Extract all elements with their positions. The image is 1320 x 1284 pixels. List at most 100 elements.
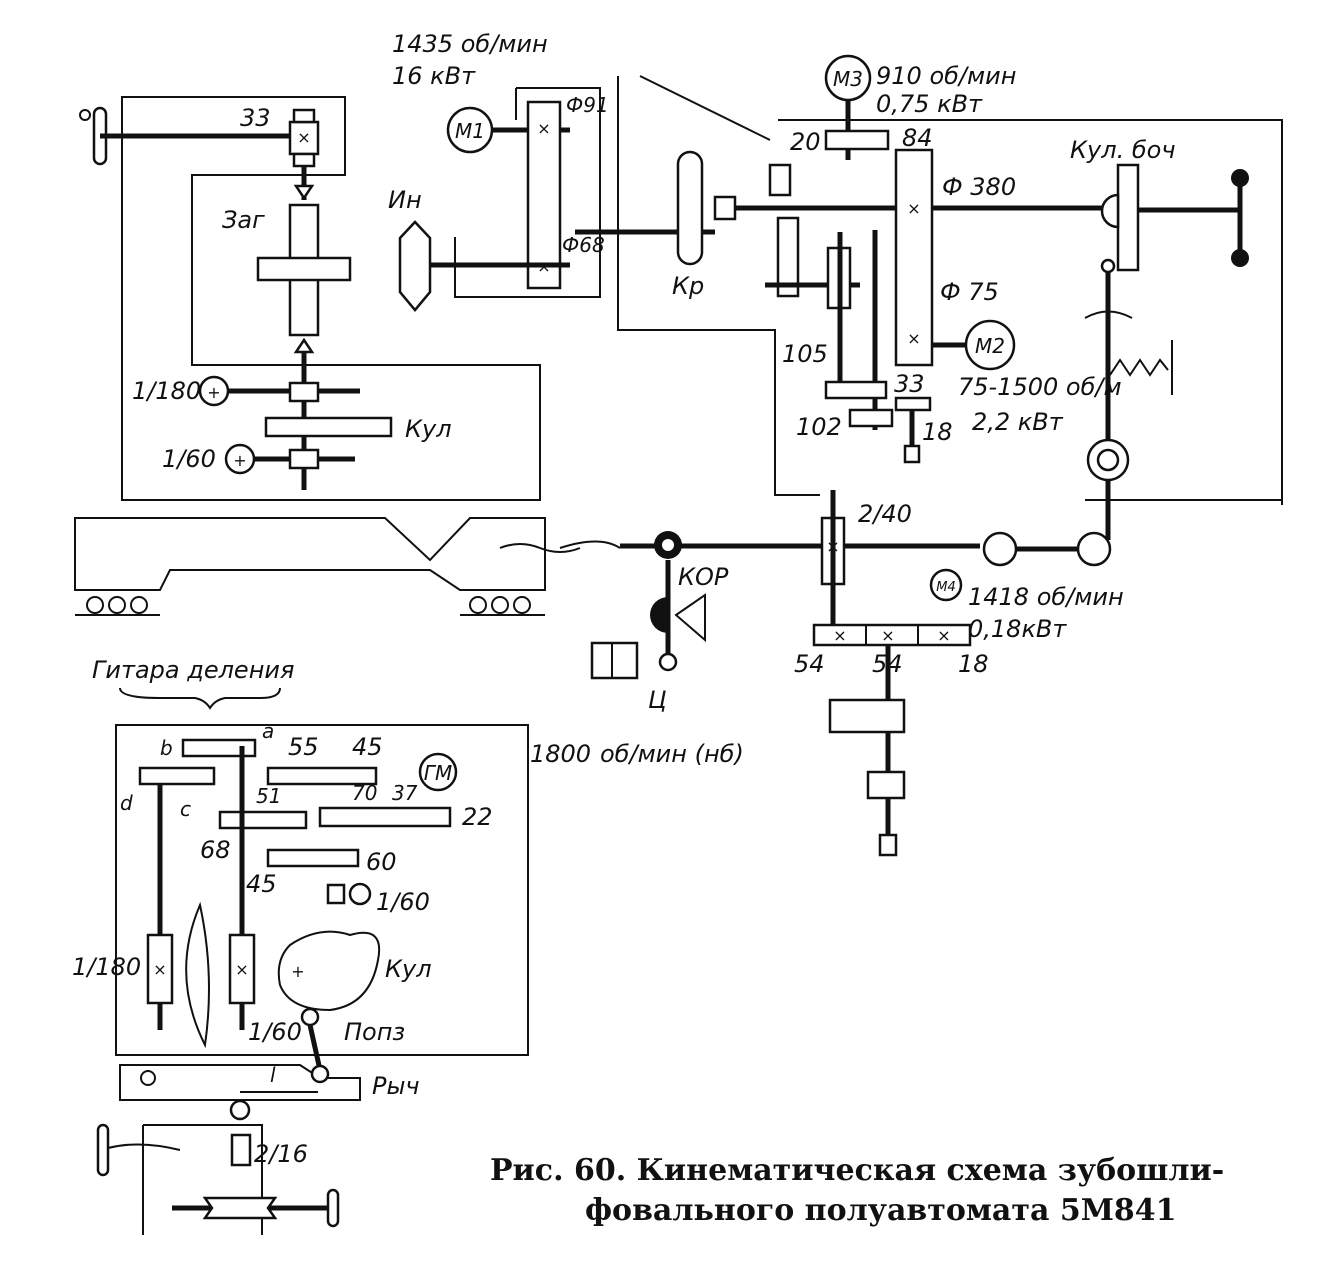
gear-label-70: 70: [352, 781, 377, 805]
handle-ball-icon[interactable]: [1231, 249, 1249, 267]
gear-label-102: 102: [796, 413, 842, 441]
gear-label-b: b: [160, 736, 173, 760]
handle-ball-icon[interactable]: [1231, 169, 1249, 187]
hydromotor-gm-icon[interactable]: [418, 752, 458, 792]
side-cam-unit: Кул. боч: [1070, 136, 1282, 540]
fan-icon: [674, 593, 706, 643]
division-guitar: Гитара деления 1800 об/мин (нб) ГМ b a d…: [72, 656, 744, 1071]
handle: [903, 444, 921, 464]
gear-label-33: 33: [240, 104, 271, 132]
crank-label: Кр: [672, 272, 704, 300]
crank-icon: [676, 150, 704, 266]
side-cam-label: Кул. боч: [1070, 136, 1176, 164]
plus-mark: +: [233, 451, 246, 470]
cam-label: Кул: [405, 415, 452, 443]
motor-m4-icon[interactable]: [929, 568, 963, 602]
drive-frame: [454, 87, 601, 298]
lever-body: [119, 1064, 361, 1101]
ratio-label-1-60-mid: 1/60: [376, 888, 430, 916]
feed-drive: КОР Ц × 2/40 М4 1418 об/мин 0,18кВт × × …: [559, 490, 1124, 857]
worm-wheel-1-180: [146, 933, 174, 1005]
ratio-label-1-60: 1/60: [162, 445, 216, 473]
worm-wheel-icon: [202, 1196, 278, 1220]
m4-power: 0,18кВт: [968, 615, 1067, 643]
gear-label-a: a: [262, 719, 274, 743]
handle-icon[interactable]: [878, 833, 898, 857]
gear-label-18: 18: [922, 418, 953, 446]
m2-speed: 75-1500 об/м: [958, 373, 1122, 401]
gear: [894, 396, 932, 412]
worm-wheel: [288, 448, 320, 470]
gear-label-45b: 45: [246, 870, 277, 898]
gear-train-54-54-18: [812, 623, 972, 647]
cam-bump: [1100, 193, 1120, 229]
gear-train-70-37-22: [318, 806, 452, 828]
pivot: [229, 1099, 251, 1121]
gear-pair-b-a: [181, 738, 257, 758]
gear-pair-d-c: [138, 766, 216, 786]
pulley-phi380: Ф 380: [942, 173, 1016, 201]
gm-speed-unit: об/мин (нб): [600, 740, 744, 768]
x-mark: ×: [907, 199, 920, 218]
caption-line-2: фовального полуавтомата 5М841: [585, 1193, 1177, 1228]
kor-label: КОР: [678, 563, 729, 591]
break-line: [499, 543, 581, 553]
roller: [513, 596, 531, 614]
frame-line: [778, 119, 1283, 505]
gear-pair-55-45: [266, 766, 378, 786]
slider-rod: [307, 1024, 323, 1071]
ball-screw-inner: [1096, 448, 1120, 472]
kor-coupling-inner: [662, 539, 674, 551]
half-disc: [650, 597, 668, 633]
x-mark: ×: [297, 128, 310, 147]
spring-icon: [1109, 358, 1169, 377]
lever-unit: Рыч l 2/16: [96, 1063, 420, 1235]
workpiece-label: Заг: [222, 206, 265, 234]
worm-2-16: [230, 1133, 252, 1167]
table-outline: [74, 517, 546, 591]
figure-caption: Рис. 60. Кинематическая схема зубошли- ф…: [490, 1153, 1224, 1228]
motor-m2-icon[interactable]: [964, 319, 1016, 371]
gear-pair-68-51: [218, 810, 308, 830]
worm-wheel: [288, 381, 320, 403]
kidney-cam-icon: [277, 930, 381, 1012]
frame-line: [617, 76, 820, 496]
gear-label-c: c: [180, 797, 191, 821]
x-mark: ×: [833, 626, 846, 645]
dial-1-60-mid-icon[interactable]: [348, 882, 372, 906]
m2-label: М2: [975, 334, 1005, 358]
cylinder-label: Ц: [648, 686, 667, 714]
gear-label-84: 84: [902, 124, 933, 152]
handwheel-icon[interactable]: [326, 1188, 340, 1228]
gear-block: [776, 216, 800, 298]
gear-label-37: 37: [392, 781, 418, 805]
gear-label-45: 45: [352, 733, 383, 761]
workpiece-frame: [121, 96, 541, 501]
plus-mark: +: [291, 962, 304, 981]
gear-label-54a: 54: [794, 650, 825, 678]
follower-roller: [300, 1007, 320, 1027]
m3-speed: 910 об/мин: [876, 62, 1016, 90]
m1-label: М1: [455, 119, 485, 143]
cylinder-icon: [590, 641, 639, 680]
x-mark: ×: [907, 329, 920, 348]
lever-arm-label: l: [270, 1063, 276, 1087]
gear-label-20: 20: [790, 128, 821, 156]
worm-label-2-40: 2/40: [858, 500, 912, 528]
gear-label-55: 55: [288, 733, 319, 761]
m2-power: 2,2 кВт: [972, 408, 1064, 436]
handwheel-icon[interactable]: [96, 1123, 110, 1177]
m4-speed: 1418 об/мин: [968, 583, 1124, 611]
tool-label: Ин: [388, 186, 422, 214]
wave-line: [559, 540, 621, 549]
handwheel-knob-icon: [79, 109, 91, 121]
machine-table: [74, 517, 581, 616]
caption-line-1: Рис. 60. Кинематическая схема зубошли-: [490, 1153, 1224, 1188]
gear-pair: [824, 380, 888, 400]
cam-disc: [264, 416, 393, 438]
worm-gear-33: [288, 120, 320, 156]
gear-label-18b: 18: [958, 650, 989, 678]
gear-pair-20-84: [824, 129, 890, 151]
m1-power: 16 кВт: [392, 62, 476, 90]
